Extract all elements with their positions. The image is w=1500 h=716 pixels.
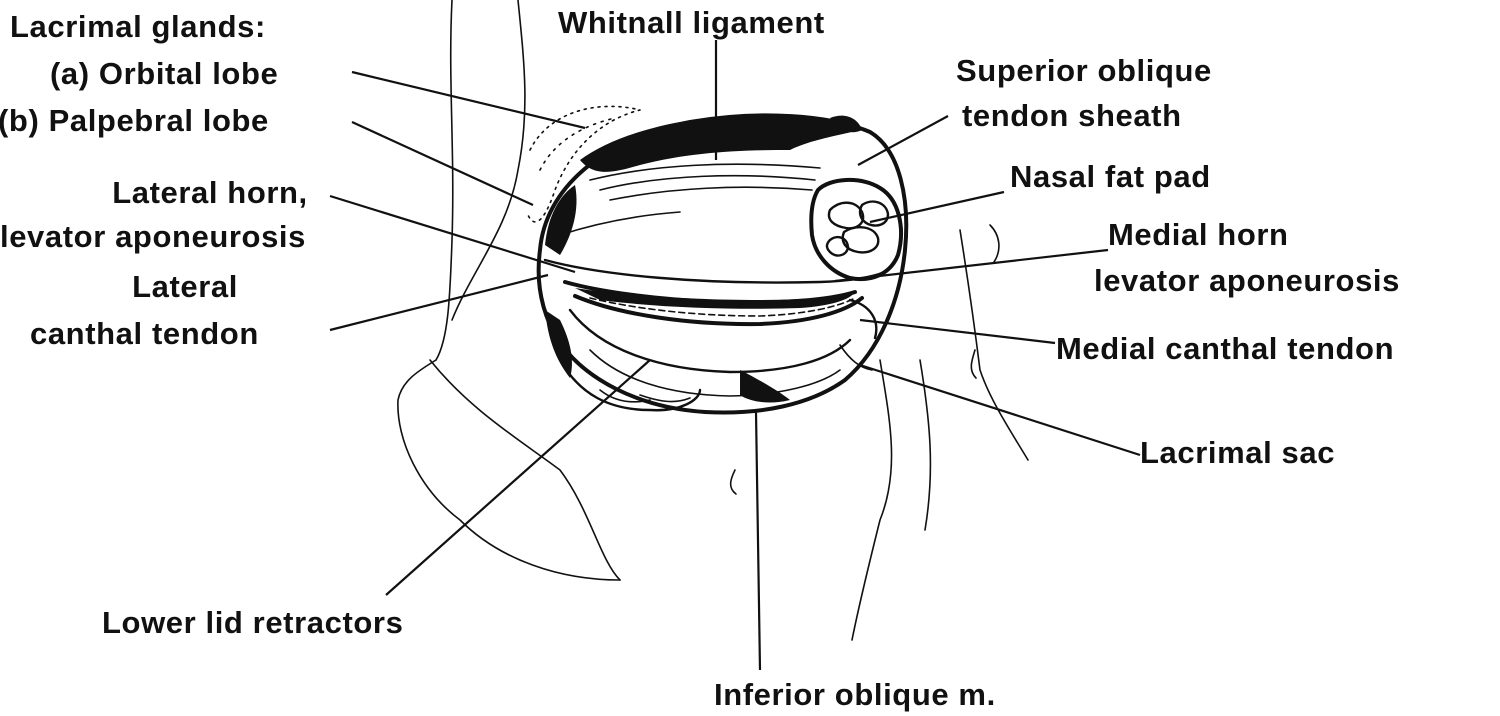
lacrimal-gland-stipple [527, 105, 641, 223]
label-palpebral-lobe: (b) Palpebral lobe [0, 103, 269, 138]
label-lateral-horn-line2: levator aponeurosis [0, 219, 306, 254]
label-superior-oblique-line2: tendon sheath [962, 98, 1182, 133]
label-medial-canthal-tendon: Medial canthal tendon [1056, 331, 1395, 366]
nasal-fat-pad-drawing [809, 177, 903, 281]
face-outline [397, 0, 1029, 641]
label-medial-horn-line1: Medial horn [1108, 217, 1289, 252]
label-lateral-canthal-line2: canthal tendon [30, 316, 259, 351]
label-lateral-canthal-line1: Lateral [132, 269, 238, 304]
label-lacrimal-glands: Lacrimal glands: [10, 9, 266, 44]
label-orbital-lobe: (a) Orbital lobe [50, 56, 279, 91]
label-superior-oblique-line1: Superior oblique [956, 53, 1212, 88]
label-lower-lid-retractors: Lower lid retractors [102, 605, 404, 640]
label-whitnall-ligament: Whitnall ligament [558, 5, 825, 40]
orbit-oval [536, 113, 909, 415]
label-medial-horn-line2: levator aponeurosis [1094, 263, 1400, 298]
label-inferior-oblique: Inferior oblique m. [714, 677, 996, 712]
label-lateral-horn-line1: Lateral horn, [112, 175, 308, 210]
leader-lines [329, 40, 1141, 671]
label-lacrimal-sac: Lacrimal sac [1140, 435, 1336, 470]
label-nasal-fat-pad: Nasal fat pad [1010, 159, 1211, 194]
